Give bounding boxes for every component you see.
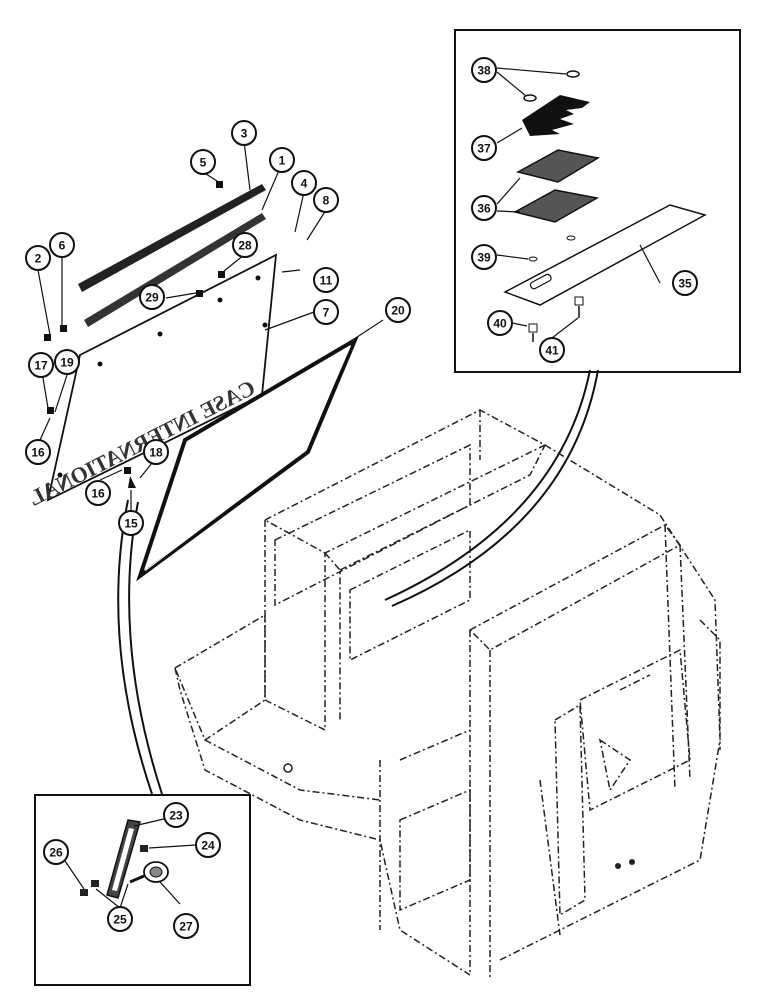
svg-text:1: 1	[279, 154, 286, 168]
callout-41: 41	[539, 337, 565, 363]
svg-text:15: 15	[124, 517, 138, 531]
screw-part-38b	[523, 94, 537, 102]
callout-8: 8	[313, 187, 339, 213]
svg-text:16: 16	[31, 446, 45, 460]
callout-7: 7	[313, 299, 339, 325]
callout-39: 39	[471, 244, 497, 270]
svg-text:16: 16	[91, 487, 105, 501]
callout-24: 24	[195, 832, 221, 858]
callout-1: 1	[269, 147, 295, 173]
svg-text:18: 18	[149, 446, 163, 460]
pad-part-36a	[515, 149, 601, 183]
svg-text:24: 24	[201, 839, 215, 853]
callout-35: 35	[672, 270, 698, 296]
svg-text:17: 17	[34, 359, 48, 373]
pad-part-36b	[512, 189, 600, 223]
svg-text:39: 39	[477, 251, 491, 265]
callout-38: 38	[471, 57, 497, 83]
callout-6: 6	[49, 232, 75, 258]
callout-27: 27	[173, 913, 199, 939]
svg-text:29: 29	[145, 291, 159, 305]
callout-23: 23	[163, 802, 189, 828]
inset-bottom-left	[34, 794, 251, 986]
callout-36: 36	[471, 195, 497, 221]
svg-text:27: 27	[179, 920, 193, 934]
seal-part-3	[78, 184, 266, 292]
callout-26: 26	[43, 839, 69, 865]
svg-text:4: 4	[301, 177, 308, 191]
svg-text:2: 2	[35, 252, 42, 266]
svg-text:26: 26	[49, 846, 63, 860]
callout-3: 3	[231, 120, 257, 146]
svg-text:20: 20	[391, 304, 405, 318]
callout-37: 37	[471, 135, 497, 161]
callout-18: 18	[143, 439, 169, 465]
screw-part-38a	[566, 70, 580, 78]
callout-28: 28	[232, 232, 258, 258]
svg-text:5: 5	[200, 156, 207, 170]
svg-text:41: 41	[545, 344, 559, 358]
callout-40: 40	[487, 310, 513, 336]
callout-20: 20	[385, 297, 411, 323]
svg-text:25: 25	[113, 913, 127, 927]
svg-text:40: 40	[493, 317, 507, 331]
svg-text:28: 28	[238, 239, 252, 253]
callout-19: 19	[54, 349, 80, 375]
callout-17: 17	[28, 352, 54, 378]
svg-text:37: 37	[477, 142, 491, 156]
callout-25: 25	[107, 906, 133, 932]
callout-4: 4	[291, 170, 317, 196]
svg-text:7: 7	[323, 306, 330, 320]
svg-text:3: 3	[241, 127, 248, 141]
callout-16: 16	[25, 439, 51, 465]
callout-5: 5	[190, 149, 216, 175]
callout-2: 2	[25, 245, 51, 271]
bracket-part-37	[522, 95, 590, 136]
svg-text:38: 38	[477, 64, 491, 78]
callout-15: 15	[118, 510, 144, 536]
plate-part-35	[503, 204, 707, 306]
callout-29: 29	[139, 284, 165, 310]
callout-11: 11	[313, 267, 339, 293]
svg-text:19: 19	[60, 356, 74, 370]
callout-16: 16	[85, 480, 111, 506]
svg-text:23: 23	[169, 809, 183, 823]
gasket-part-20	[136, 335, 360, 582]
svg-text:35: 35	[678, 277, 692, 291]
callout-layer: 1234567811151616171819202324252627282935…	[25, 57, 698, 939]
svg-text:8: 8	[323, 194, 330, 208]
svg-text:11: 11	[320, 274, 333, 288]
seal-part-1	[84, 213, 266, 327]
svg-text:6: 6	[59, 239, 66, 253]
cab-frame	[174, 409, 721, 980]
svg-text:36: 36	[477, 202, 491, 216]
